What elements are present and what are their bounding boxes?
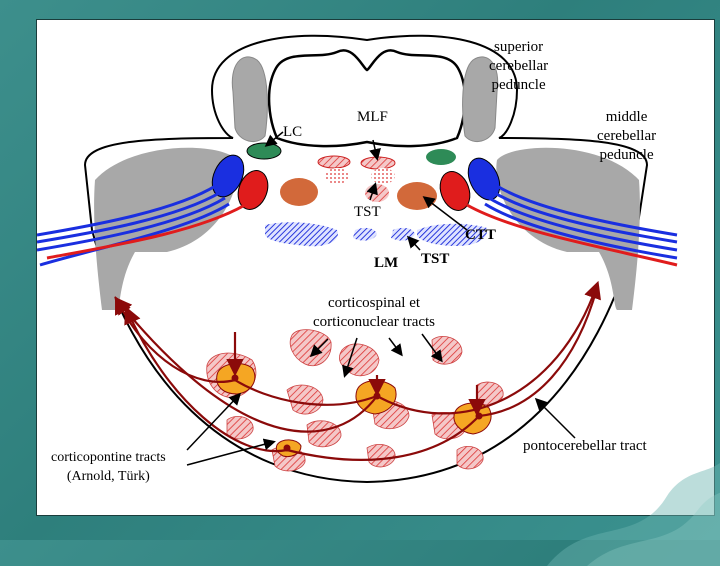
mlf-right [360,156,396,170]
pontine-nucleus-dots [231,374,483,452]
red-oval-right [439,171,471,211]
tst-left [280,178,318,206]
blue-oval-left [211,154,245,198]
label-line: middle [605,109,648,125]
medial-lemniscus-left [265,222,338,247]
pontocerebellar-fibers [114,280,601,461]
label-superior-peduncle: superior cerebellar peduncle [489,38,548,95]
label-line: (Arnold, Türk) [66,469,150,484]
label-lm: LM [374,255,399,271]
label-line: corticonuclear tracts [313,314,436,330]
ctt-left-dots [325,168,349,184]
superior-peduncle-right [462,56,499,143]
label-line: cerebellar [489,58,549,74]
medial-lemniscus-right [417,223,488,246]
label-line: corticopontine tracts [51,450,166,465]
tst-center [365,184,389,202]
label-tst-upper: TST [354,204,381,220]
label-arrows [186,131,576,466]
right-fiber-bundle [466,184,678,267]
tst-right [397,182,437,210]
background-wave-decoration [547,462,720,566]
label-corticopontine: corticopontine tracts (Arnold, Türk) [51,448,166,486]
label-pontocerebellar: pontocerebellar tract [523,438,647,454]
label-line: superior [493,39,544,55]
diagram-slide: superior cerebellar peduncle middle cere… [36,19,715,516]
label-line: peduncle [491,77,546,93]
left-fiber-bundle [37,183,246,267]
corticopontine-fibers [226,332,486,417]
label-mlf: MLF [357,109,388,125]
locus-coeruleus-left [246,142,282,160]
pons-diagram [37,34,678,484]
fourth-ventricle [267,49,467,148]
mlf-left [317,155,351,169]
label-line: corticospinal et [327,295,421,311]
ctt-right-dots [371,168,395,184]
red-oval-left [237,170,269,210]
label-line: peduncle [599,147,654,163]
superior-peduncle-left [231,56,268,143]
label-line: cerebellar [597,128,657,144]
label-tst-lower: TST [421,251,450,267]
lm-center-left [353,227,377,241]
locus-coeruleus-right [426,149,456,165]
label-ctt: CTT [465,227,496,243]
label-corticospinal: corticospinal et corticonuclear tracts [313,294,435,332]
label-middle-peduncle: middle cerebellar peduncle [597,108,656,165]
label-lc: LC [283,124,303,140]
